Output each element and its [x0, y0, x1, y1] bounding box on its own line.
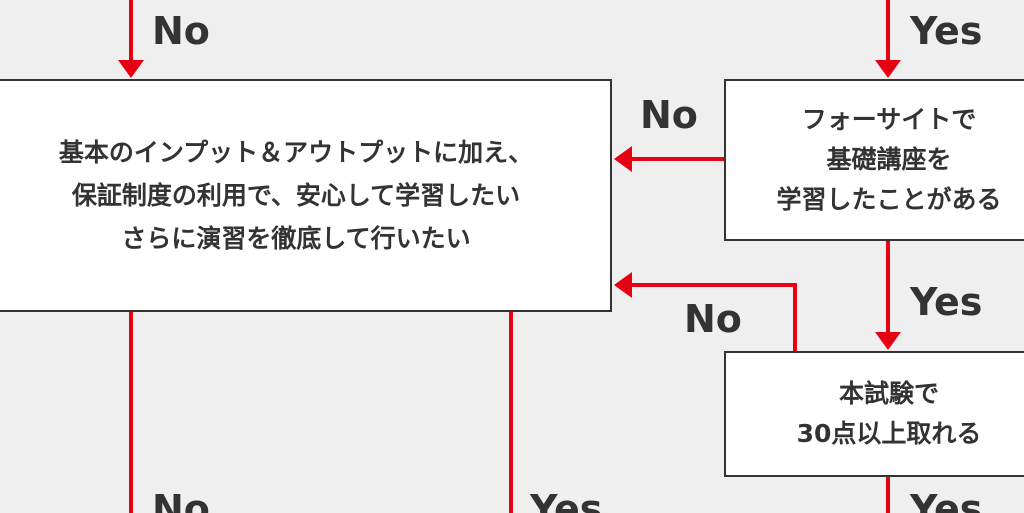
label-foresight-yes: Yes: [910, 280, 983, 324]
arrowhead-top-right: [875, 60, 901, 78]
box-exam-line: 30点以上取れる: [796, 419, 982, 448]
arrowhead-foresight-no: [614, 146, 632, 172]
box-main-line: 基本のインプット＆アウトプットに加え、: [58, 138, 534, 167]
label-top-right: Yes: [910, 9, 983, 53]
box-foresight-line: 基礎講座を: [826, 145, 952, 174]
arrow-line-exam-no: [630, 283, 797, 351]
arrowhead-top-left: [118, 60, 144, 78]
box-exam-line: 本試験で: [838, 379, 939, 408]
label-bottom-mid: Yes: [530, 487, 603, 513]
label-bottom-right: Yes: [910, 487, 983, 513]
label-foresight-no: No: [640, 93, 698, 137]
box-foresight-line: 学習したことがある: [776, 185, 1002, 214]
arrowhead-exam-no: [614, 272, 632, 298]
box-main-line: さらに演習を徹底して行いたい: [121, 224, 471, 253]
label-bottom-left: No: [152, 487, 210, 513]
label-top-left: No: [152, 9, 210, 53]
arrowhead-foresight-yes: [875, 332, 901, 350]
decision-box-foresight: フォーサイトで 基礎講座を 学習したことがある: [724, 79, 1024, 241]
box-main-line: 保証制度の利用で、安心して学習したい: [71, 181, 521, 210]
box-foresight-line: フォーサイトで: [801, 105, 977, 134]
decision-box-exam: 本試験で 30点以上取れる: [724, 351, 1024, 477]
decision-box-main: 基本のインプット＆アウトプットに加え、 保証制度の利用で、安心して学習したい さ…: [0, 79, 612, 312]
label-exam-no: No: [684, 297, 742, 341]
